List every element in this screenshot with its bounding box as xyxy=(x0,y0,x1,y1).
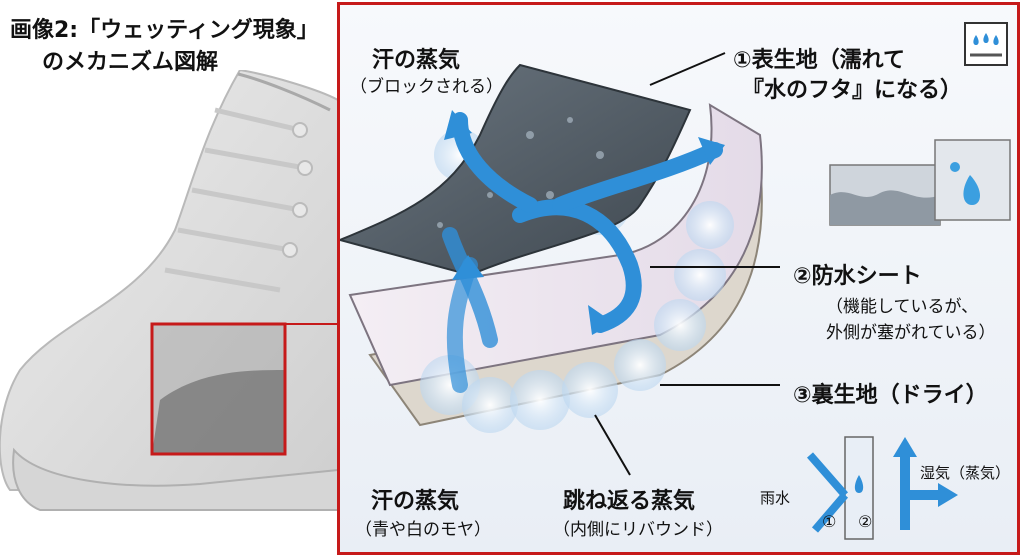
diagram-title-line2: のメカニズム図解 xyxy=(42,50,219,75)
legend-number-1: ① xyxy=(822,512,837,531)
layer1-sub-label: 『水のフタ』になる） xyxy=(742,78,963,103)
droplet-inset xyxy=(934,139,1011,221)
rain-fabric-icon xyxy=(964,22,1008,66)
rebound-main-label: 跳ね返る蒸気 xyxy=(563,489,696,514)
sweat-top-main-label: 汗の蒸気 xyxy=(372,48,461,73)
vapor-clouds xyxy=(420,129,734,433)
layer2-main-label: ②防水シート xyxy=(793,264,922,289)
sweat-top-sub-label: （ブロックされる） xyxy=(350,77,503,97)
layer-diagram xyxy=(340,5,1017,552)
diagram-panel xyxy=(337,2,1020,555)
legend-rain-label: 雨水 xyxy=(760,489,791,507)
layer2-sub1-label: （機能しているが、 xyxy=(826,297,979,317)
highlight-box xyxy=(150,322,287,456)
diagram-title-line1: 画像2:「ウェッティング現象」 xyxy=(10,18,319,43)
legend-graphic xyxy=(806,436,958,540)
legend-number-2: ② xyxy=(858,512,873,531)
sweat-bottom-sub-label: （青や白のモヤ） xyxy=(355,520,491,540)
layer3-main-label: ③裏生地（ドライ） xyxy=(793,383,988,408)
rebound-sub-label: （内側にリバウンド） xyxy=(553,520,723,540)
sweat-bottom-main-label: 汗の蒸気 xyxy=(371,489,460,514)
layer1-main-label: ①表生地（濡れて xyxy=(733,48,905,73)
leader-lines xyxy=(594,52,780,476)
legend-vapor-label: 湿気（蒸気） xyxy=(920,464,1011,482)
layer2-sub2-label: 外側が塞がれている） xyxy=(826,323,996,343)
vapor-arrows xyxy=(442,112,723,393)
boot-illustration xyxy=(0,70,339,511)
water-drop-icon xyxy=(950,162,980,205)
